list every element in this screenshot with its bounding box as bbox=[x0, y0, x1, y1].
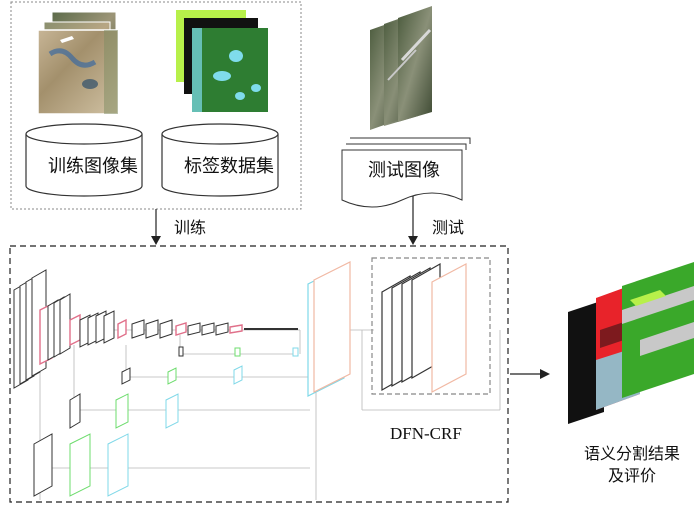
test-image-stack bbox=[370, 6, 432, 130]
result-label-line2: 及评价 bbox=[608, 466, 657, 485]
branch-blocks bbox=[33, 346, 299, 497]
training-image-set-label: 训练图像集 bbox=[48, 156, 138, 177]
training-image-stack bbox=[37, 11, 119, 115]
model-name-label: DFN-CRF bbox=[390, 424, 462, 443]
train-arrow-label: 训练 bbox=[174, 218, 207, 237]
label-image-stack bbox=[176, 10, 268, 112]
encoder-layers bbox=[13, 269, 298, 389]
test-document-shape bbox=[341, 137, 471, 208]
label-dataset-cylinder bbox=[161, 123, 279, 197]
output-arrow bbox=[510, 369, 550, 379]
training-image-set-cylinder bbox=[25, 123, 143, 197]
test-arrow-label: 测试 bbox=[432, 218, 465, 237]
segmentation-result-stack bbox=[568, 262, 694, 424]
crf-layers bbox=[381, 262, 467, 393]
test-arrow bbox=[408, 196, 418, 245]
result-label-line1: 语义分割结果 bbox=[584, 444, 681, 463]
network-box bbox=[9, 245, 509, 503]
crf-box bbox=[371, 257, 491, 395]
train-arrow bbox=[151, 209, 161, 245]
label-dataset-label: 标签数据集 bbox=[184, 156, 274, 177]
test-image-label: 测试图像 bbox=[368, 160, 440, 181]
fusion-output-maps bbox=[307, 261, 351, 397]
